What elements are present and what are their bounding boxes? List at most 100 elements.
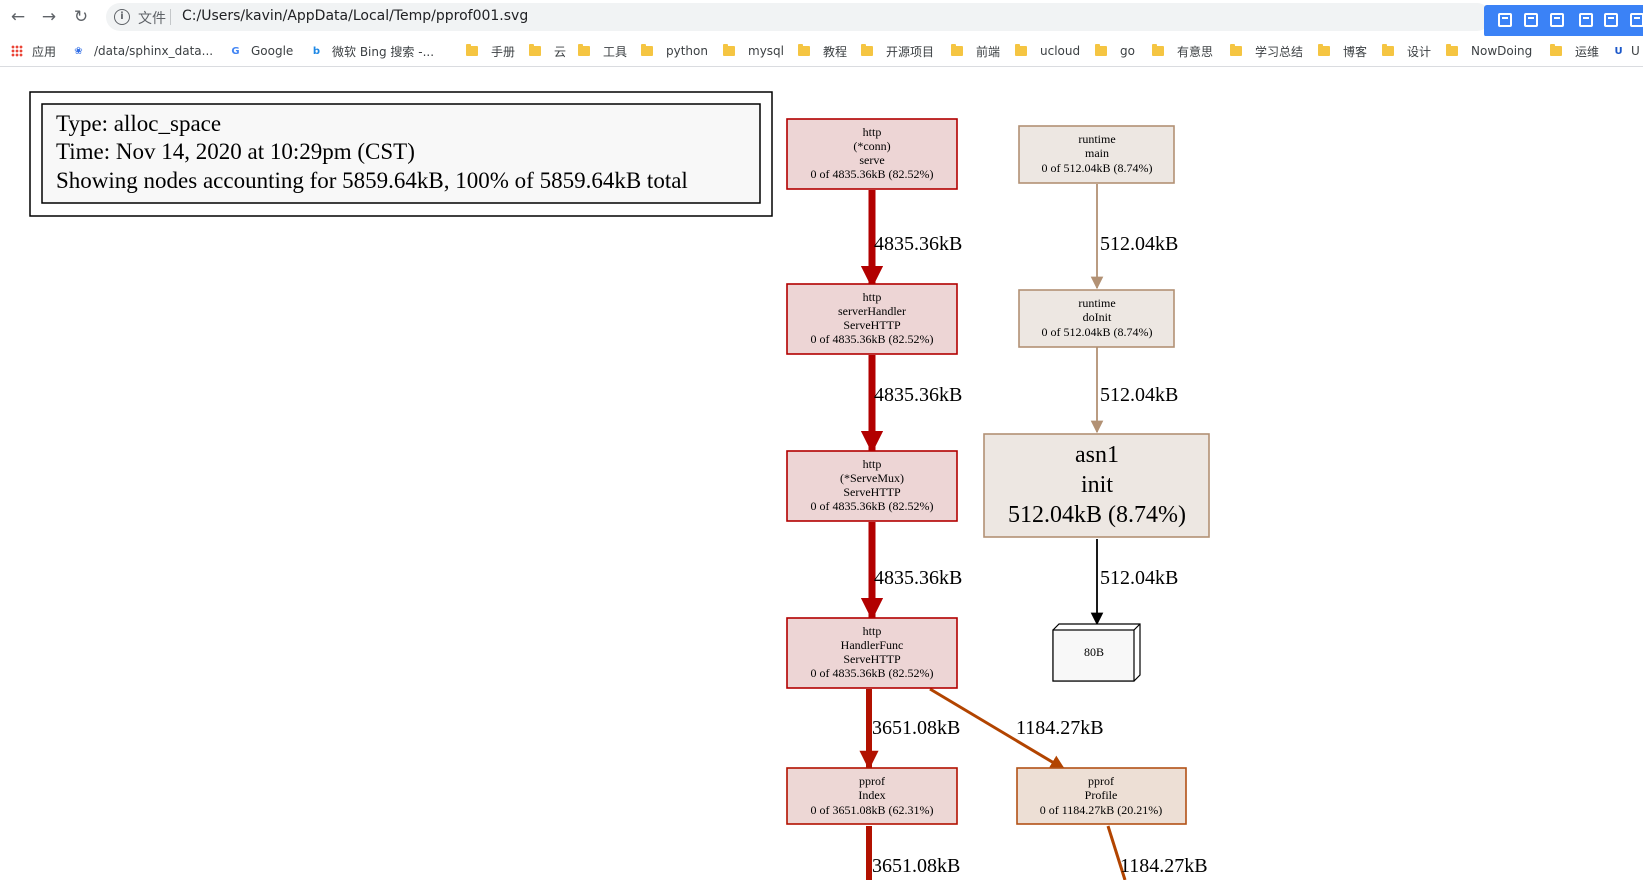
- bookmark-folder-python[interactable]: python: [641, 41, 708, 61]
- folder-icon: [466, 44, 478, 56]
- bookmark-folder-mysql[interactable]: mysql: [723, 41, 784, 61]
- node-line: 512.04kB (8.74%): [1008, 502, 1186, 528]
- bookmark-folder-go[interactable]: go: [1095, 41, 1135, 61]
- edge-index-out[interactable]: 3651.08kB: [866, 826, 960, 880]
- edge-label: 3651.08kB: [872, 717, 960, 739]
- bookmark-folder-ucloud[interactable]: ucloud: [1015, 41, 1080, 61]
- bookmark-folder-study-notes[interactable]: 学习总结: [1230, 41, 1303, 61]
- node-line: Index: [858, 788, 885, 802]
- folder-icon: [1446, 44, 1458, 56]
- edge-doinit-to-asn1[interactable]: 512.04kB: [1090, 347, 1178, 434]
- bookmark-label: 运维: [1575, 44, 1600, 59]
- folder-icon: [578, 44, 590, 56]
- node-line: http: [863, 624, 882, 638]
- extension-check-icon[interactable]: [1550, 13, 1564, 27]
- node-line: Profile: [1085, 788, 1118, 802]
- node-pprof-index[interactable]: pprof Index 0 of 3651.08kB (62.31%): [786, 767, 958, 825]
- edge-label: 512.04kB: [1100, 233, 1178, 255]
- extension-screen-icon[interactable]: [1604, 13, 1618, 27]
- bookmark-google[interactable]: G Google: [229, 41, 293, 61]
- bookmark-folder-cloud[interactable]: 云: [529, 41, 566, 61]
- node-servemux[interactable]: http (*ServeMux) ServeHTTP 0 of 4835.36k…: [786, 450, 958, 522]
- bookmark-folder-open-source[interactable]: 开源项目: [861, 41, 934, 61]
- node-line: 80B: [1084, 645, 1104, 659]
- edge-label: 4835.36kB: [874, 384, 962, 406]
- node-line: runtime: [1078, 296, 1115, 310]
- address-bar[interactable]: i 文件 C:/Users/kavin/AppData/Local/Temp/p…: [106, 3, 1491, 31]
- folder-icon: [1015, 44, 1027, 56]
- edge-label: 1184.27kB: [1016, 717, 1104, 739]
- bookmark-folder-tools[interactable]: 工具: [578, 41, 627, 61]
- node-line: pprof: [1088, 774, 1114, 788]
- bookmark-sphinx-data[interactable]: ❀ /data/sphinx_data...: [72, 41, 213, 61]
- node-alloc-80b[interactable]: 80B: [1052, 623, 1141, 682]
- node-line: doInit: [1083, 310, 1112, 324]
- edge-label: 512.04kB: [1100, 567, 1178, 589]
- legend-time: Time: Nov 14, 2020 at 10:29pm (CST): [56, 139, 415, 164]
- bookmark-folder-design[interactable]: 设计: [1382, 41, 1431, 61]
- info-icon[interactable]: i: [114, 9, 130, 25]
- node-handlerfunc[interactable]: http HandlerFunc ServeHTTP 0 of 4835.36k…: [786, 617, 958, 689]
- back-arrow-icon[interactable]: ←: [10, 7, 26, 27]
- forward-arrow-icon[interactable]: →: [41, 7, 57, 27]
- edges: 4835.36kB 4835.36kB 4835.36kB 3651.08kB …: [859, 184, 1208, 880]
- node-line: http: [863, 290, 882, 304]
- edge-profile-out[interactable]: 1184.27kB: [1106, 825, 1208, 880]
- bookmark-apps[interactable]: 应用: [11, 41, 56, 61]
- folder-icon: [723, 44, 735, 56]
- folder-icon: [529, 44, 541, 56]
- node-conn-serve[interactable]: http (*conn) serve 0 of 4835.36kB (82.52…: [786, 118, 958, 190]
- bookmark-folder-interesting[interactable]: 有意思: [1152, 41, 1213, 61]
- node-line: 0 of 4835.36kB (82.52%): [811, 499, 934, 513]
- node-line: ServeHTTP: [843, 652, 901, 666]
- bookmark-folder-nowdoing[interactable]: NowDoing: [1446, 41, 1532, 61]
- folder-icon: [1095, 44, 1107, 56]
- reload-icon[interactable]: ↻: [73, 7, 89, 27]
- bookmark-folder-blog[interactable]: 博客: [1318, 41, 1367, 61]
- bookmark-label: 前端: [976, 44, 1001, 59]
- edge-label: 1184.27kB: [1120, 855, 1208, 877]
- bookmark-u[interactable]: U U: [1612, 41, 1640, 61]
- bookmark-folder-frontend[interactable]: 前端: [951, 41, 1000, 61]
- node-line: asn1: [1075, 442, 1119, 468]
- node-line: 0 of 4835.36kB (82.52%): [811, 332, 934, 346]
- folder-icon: [1230, 44, 1242, 56]
- url-scheme-label: 文件: [138, 11, 166, 27]
- edge-conn-to-serverhandler[interactable]: 4835.36kB: [860, 190, 962, 289]
- node-line: http: [863, 457, 882, 471]
- extension-toolbar: [1484, 5, 1643, 37]
- edge-handlerfunc-to-profile[interactable]: 1184.27kB: [929, 687, 1104, 771]
- edge-handlerfunc-to-index[interactable]: 3651.08kB: [859, 689, 960, 770]
- edge-asn1-to-80b[interactable]: 512.04kB: [1090, 539, 1178, 626]
- bookmark-label: 应用: [32, 44, 57, 59]
- edge-main-to-doinit[interactable]: 512.04kB: [1090, 184, 1178, 290]
- folder-icon: [1550, 44, 1562, 56]
- apps-grid-icon: [11, 45, 23, 57]
- edge-serverhandler-to-servemux[interactable]: 4835.36kB: [860, 355, 962, 454]
- bookmark-label: U: [1631, 44, 1640, 58]
- node-asn1-init[interactable]: asn1 init 512.04kB (8.74%): [983, 433, 1210, 538]
- bookmark-folder-ops[interactable]: 运维: [1550, 41, 1599, 61]
- bookmark-bing[interactable]: b 微软 Bing 搜索 -...: [310, 41, 434, 61]
- url-separator: [170, 9, 171, 25]
- edge-label: 4835.36kB: [874, 233, 962, 255]
- extension-folder-icon[interactable]: [1524, 13, 1538, 27]
- node-line: http: [863, 125, 882, 139]
- extension-save-icon[interactable]: [1579, 13, 1593, 27]
- node-runtime-main[interactable]: runtime main 0 of 512.04kB (8.74%): [1018, 125, 1175, 184]
- edge-servemux-to-handlerfunc[interactable]: 4835.36kB: [860, 522, 962, 621]
- legend-type: Type: alloc_space: [56, 111, 221, 136]
- node-line: 0 of 512.04kB (8.74%): [1042, 161, 1153, 175]
- url-text[interactable]: C:/Users/kavin/AppData/Local/Temp/pprof0…: [182, 8, 529, 24]
- extension-doc-icon[interactable]: [1498, 13, 1512, 27]
- folder-icon: [1152, 44, 1164, 56]
- bookmark-folder-manual[interactable]: 手册: [466, 41, 515, 61]
- bookmark-label: 博客: [1343, 44, 1368, 59]
- node-line: 0 of 1184.27kB (20.21%): [1040, 803, 1163, 817]
- bookmark-folder-tutorials[interactable]: 教程: [798, 41, 847, 61]
- node-runtime-doinit[interactable]: runtime doInit 0 of 512.04kB (8.74%): [1018, 289, 1175, 348]
- node-pprof-profile[interactable]: pprof Profile 0 of 1184.27kB (20.21%): [1016, 767, 1187, 825]
- bookmark-label: NowDoing: [1471, 44, 1533, 58]
- folder-icon: [1382, 44, 1394, 56]
- node-serverhandler[interactable]: http serverHandler ServeHTTP 0 of 4835.3…: [786, 283, 958, 355]
